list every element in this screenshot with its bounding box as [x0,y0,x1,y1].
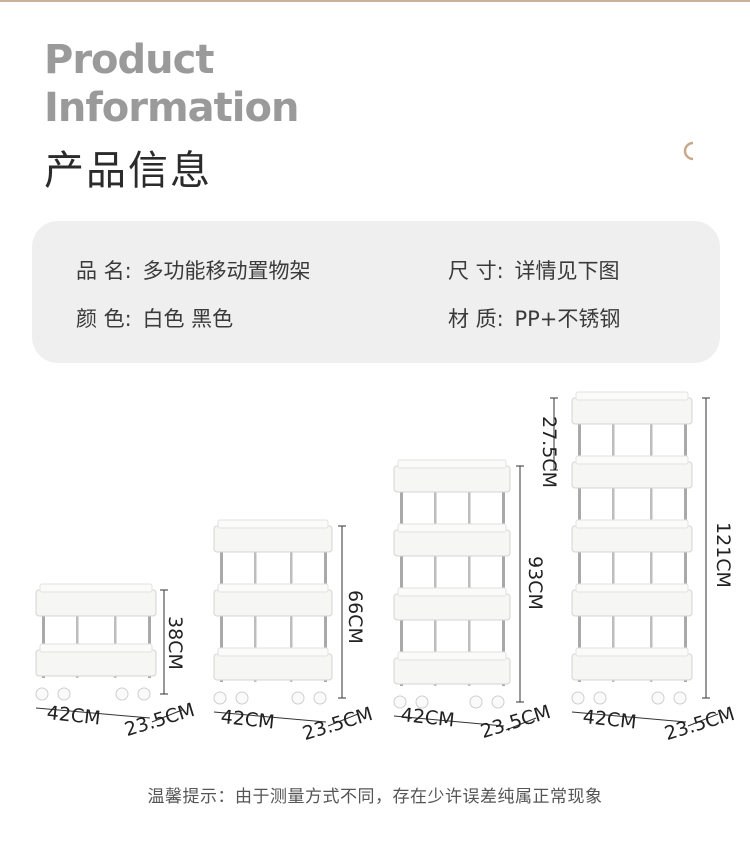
info-size: 尺 寸: 详情见下图 [448,257,619,285]
cart-shelf [213,525,333,553]
depth-dimension-line [151,709,183,723]
cart-wheel [137,687,151,701]
info-name-label: 品 名: [76,259,132,283]
cart-drawings [35,391,719,731]
cart-pole [114,606,117,678]
cart-shelf-rim [575,391,689,401]
cart-shelf [393,529,511,557]
depth-dimension-line [327,713,359,727]
cart-wheel [115,687,129,701]
product-dimensions-illustration: 38CM 42CM 23.5CM 66CM 42CM 23.5CM 93CM 4… [0,380,750,745]
cart-shelf [393,657,511,685]
title-english-line1: Product [44,37,214,83]
title-english: Product Information [44,36,299,132]
cart-shelf-rim [397,587,507,597]
cart-wheel [469,695,483,709]
cart-shelf-rim [575,647,689,657]
cart-shelf-rim [397,459,507,469]
cart-wheel [393,695,407,709]
info-color: 颜 色: 白色 黑色 [76,305,233,333]
info-name-value: 多功能移动置物架 [142,259,311,283]
cart-pole [502,476,505,686]
width-dimension-line [35,707,151,719]
height-label-3tier: 66CM [344,590,366,644]
cart-shelf-rim [575,583,689,593]
depth-dimension-line [505,717,537,731]
info-material: 材 质: PP+不锈钢 [448,305,620,333]
cart-shelf [571,589,693,617]
cart-shelf-rim [39,583,153,593]
cart-wheel [235,691,249,705]
cart-shelf-rim [39,643,153,653]
cart-wheel [35,687,49,701]
cart-wheel [213,691,227,705]
title-english-line2: Information [44,85,299,131]
top-divider-line [0,0,750,2]
tier-gap-label-5tier: 27.5CM [538,416,560,488]
cart-wheel [571,691,585,705]
cart-shelf-rim [217,583,329,593]
cart-wheel [291,691,305,705]
info-material-value: PP+不锈钢 [514,307,621,331]
height-label-4tier: 93CM [524,556,546,610]
info-size-value: 详情见下图 [514,259,620,283]
cart-shelf-rim [217,519,329,529]
cart-shelf [35,589,157,617]
cart-shelf [213,653,333,681]
cart-shelf [571,397,693,425]
cart-wheel [651,691,665,705]
cart-shelf-rim [217,647,329,657]
cart-shelf-rim [575,519,689,529]
cart-pole [400,476,403,686]
info-name: 品 名: 多功能移动置物架 [76,257,310,285]
cart-wheel [313,691,327,705]
cart-wheel [491,695,505,709]
cart-pole [434,482,437,686]
info-color-label: 颜 色: [76,307,132,331]
cart-shelf [571,653,693,681]
cart-wheel [593,691,607,705]
cart-wheel [415,695,429,709]
footer-note: 温馨提示：由于测量方式不同，存在少许误差纯属正常现象 [147,787,603,807]
info-material-label: 材 质: [448,307,504,331]
cart-shelf [213,589,333,617]
info-color-value: 白色 黑色 [142,307,234,331]
width-dimension-line [393,715,505,727]
height-label-2tier: 38CM [164,616,186,670]
width-dimension-line [571,711,687,723]
cart-shelf-rim [397,651,507,661]
cart-pole [42,600,45,678]
cart-wheel [673,691,687,705]
depth-dimension-line [687,713,719,727]
product-info-panel: 品 名: 多功能移动置物架 尺 寸: 详情见下图 颜 色: 白色 黑色 材 质:… [32,221,720,363]
cart-pole [148,600,151,678]
cart-shelf [393,593,511,621]
cart-shelf [35,649,157,677]
cart-pole [468,482,471,686]
cart-shelf-rim [397,523,507,533]
cart-shelf [571,525,693,553]
decorative-arc-icon [683,141,694,161]
page-title: 产品信息 [44,148,212,194]
width-dimension-line [213,711,327,723]
cart-shelf-rim [575,455,689,465]
height-label-5tier: 121CM [712,522,734,588]
cart-shelf [571,461,693,489]
cart-pole [76,606,79,678]
info-size-label: 尺 寸: [448,259,504,283]
cart-shelf [393,465,511,493]
cart-wheel [57,687,71,701]
